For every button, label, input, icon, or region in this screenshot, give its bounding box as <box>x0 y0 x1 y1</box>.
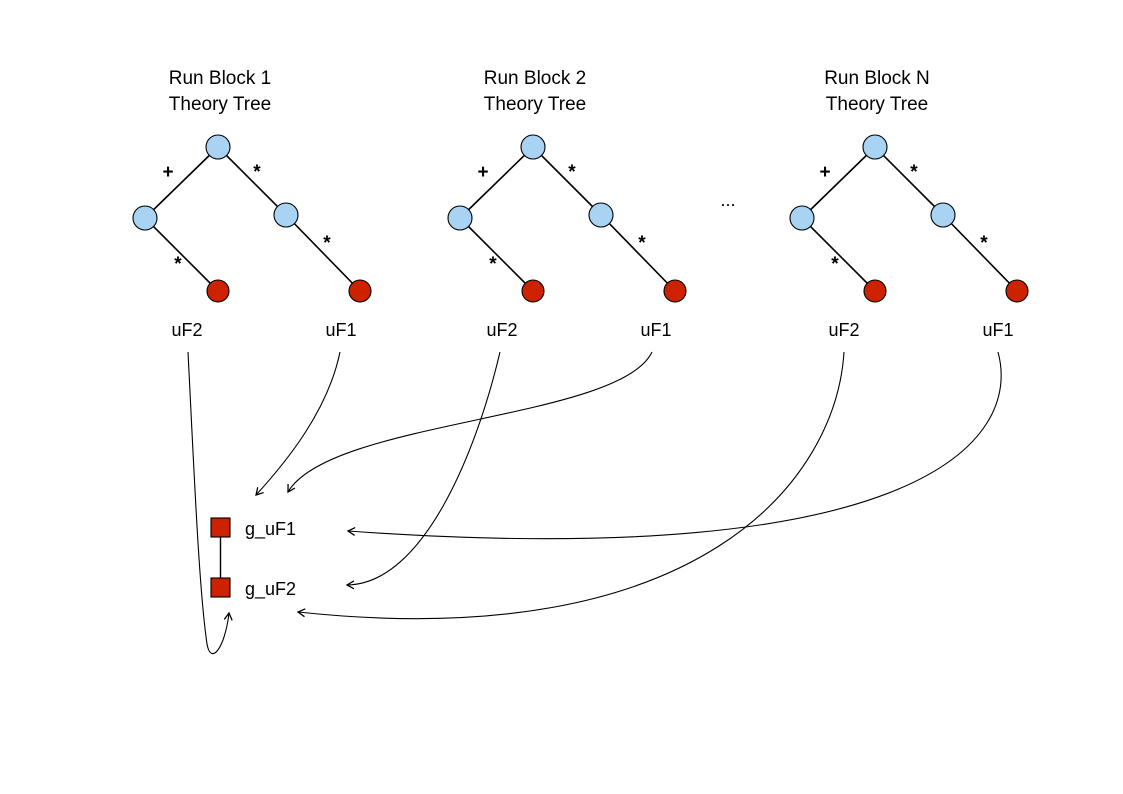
blockn-root-node <box>862 134 888 160</box>
block1-edge-right-leaf <box>285 214 361 292</box>
run-block-n-tree: Run Block N Theory Tree + * * * uF2 uF1 <box>789 68 1029 340</box>
g-uf1-node <box>210 517 231 538</box>
g-uf2-label: g_uF2 <box>245 579 296 600</box>
block1-leaf-node-uf1 <box>348 279 372 303</box>
block2-root-node <box>520 134 546 160</box>
block1-op-star-left2: * <box>174 254 182 275</box>
block1-edge-left-leaf <box>144 217 219 292</box>
block1-title-line1: Run Block 1 <box>169 68 271 89</box>
block2-op-star-left2: * <box>489 254 497 275</box>
g-uf2-node <box>210 577 231 598</box>
block2-edge-right-leaf <box>600 214 676 292</box>
blockn-edge-left-leaf <box>801 217 876 292</box>
blockn-op-star-right: * <box>910 162 918 183</box>
block1-leaf-label-uf1: uF1 <box>325 320 356 340</box>
block1-edge-root-left <box>144 146 219 219</box>
run-block-2-tree: Run Block 2 Theory Tree + * * * uF2 uF1 <box>447 68 687 340</box>
blockn-title-line2: Theory Tree <box>826 94 928 115</box>
block2-leaf-label-uf2: uF2 <box>486 320 517 340</box>
block2-leaf-label-uf1: uF1 <box>640 320 671 340</box>
blockn-right-node <box>930 202 956 228</box>
block1-leaf-node-uf2 <box>206 279 230 303</box>
blockn-edge-root-right <box>874 146 944 216</box>
block2-right-node <box>588 202 614 228</box>
block2-leaf-node-uf2 <box>521 279 545 303</box>
block2-title-line1: Run Block 2 <box>484 68 586 89</box>
block1-root-node <box>205 134 231 160</box>
connection-arrows <box>187 351 1002 655</box>
blockn-op-star-right2: * <box>980 233 988 254</box>
blockn-leaf-label-uf1: uF1 <box>982 320 1013 340</box>
global-function-nodes: g_uF1 g_uF2 <box>210 517 296 600</box>
block2-op-star-right: * <box>568 162 576 183</box>
block2-edge-root-left <box>459 146 534 219</box>
block1-op-plus: + <box>162 162 173 183</box>
blockn-leaf-label-uf2: uF2 <box>828 320 859 340</box>
blockn-left-node <box>789 205 815 231</box>
arrow-block1-uf1-to-g-uf1 <box>255 351 341 496</box>
blockn-op-plus: + <box>819 162 830 183</box>
arrow-block1-uf2-to-g-uf2 <box>187 351 233 655</box>
run-block-1-tree: Run Block 1 Theory Tree + * * * uF2 uF1 <box>132 68 372 340</box>
blockn-title-line1: Run Block N <box>824 68 930 89</box>
blockn-leaf-node-uf1 <box>1005 279 1029 303</box>
block1-left-node <box>132 205 158 231</box>
block1-op-star-right2: * <box>323 233 331 254</box>
block2-op-star-right2: * <box>638 233 646 254</box>
block2-leaf-node-uf1 <box>663 279 687 303</box>
ellipsis-text: ... <box>720 190 735 210</box>
block1-op-star-right: * <box>253 162 261 183</box>
block1-right-node <box>273 202 299 228</box>
blockn-edge-right-leaf <box>942 214 1018 292</box>
arrow-blockn-uf1-to-g-uf1 <box>346 351 1002 540</box>
blockn-leaf-node-uf2 <box>863 279 887 303</box>
arrow-block2-uf1-to-g-uf1 <box>287 351 653 494</box>
blockn-op-star-left2: * <box>831 254 839 275</box>
block2-edge-root-right <box>532 146 602 216</box>
block1-leaf-label-uf2: uF2 <box>171 320 202 340</box>
block1-title-line2: Theory Tree <box>169 94 271 115</box>
g-uf1-label: g_uF1 <box>245 519 296 540</box>
block2-edge-left-leaf <box>459 217 534 292</box>
block1-edge-root-right <box>217 146 287 216</box>
block2-title-line2: Theory Tree <box>484 94 586 115</box>
arrow-blockn-uf2-to-g-uf2 <box>296 351 845 620</box>
blockn-edge-root-left <box>801 146 876 219</box>
block2-op-plus: + <box>477 162 488 183</box>
block2-left-node <box>447 205 473 231</box>
arrow-block2-uf2-to-g-uf2 <box>345 351 501 590</box>
